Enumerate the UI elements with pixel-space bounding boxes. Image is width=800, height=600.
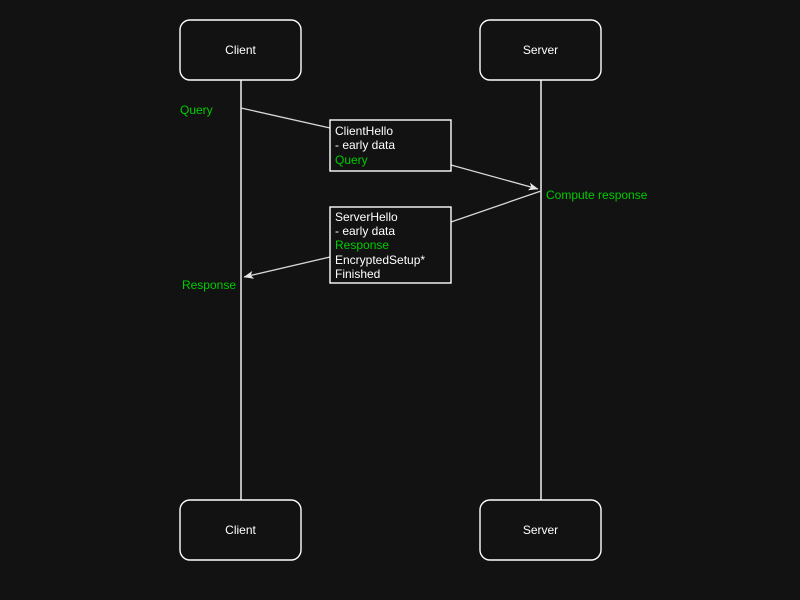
message-line-note1-to-server [450, 164, 539, 191]
actor-label-client-top: Client [225, 43, 256, 57]
actor-box-client-bottom[interactable]: Client [179, 499, 302, 561]
message-line-note2-to-client [243, 256, 331, 279]
note-client-hello-line-2: - early data [335, 138, 395, 152]
side-label-query: Query [180, 103, 213, 117]
actor-box-server-bottom[interactable]: Server [479, 499, 602, 561]
note-client-hello-line-1: ClientHello [335, 124, 393, 138]
note-server-hello-line-2: - early data [335, 224, 395, 238]
note-server-hello-line-1: ServerHello [335, 210, 398, 224]
actor-box-client-top-rect [179, 19, 302, 81]
actor-label-client-bottom: Client [225, 523, 256, 537]
note-client-hello-rect [329, 119, 452, 172]
note-client-hello-line-3: Query [335, 153, 368, 167]
note-server-hello[interactable]: ServerHello - early data Response Encryp… [329, 206, 452, 284]
actor-label-server-bottom: Server [523, 523, 558, 537]
actor-label-server-top: Server [523, 43, 558, 57]
actor-box-server-top-rect [479, 19, 602, 81]
actor-box-client-top[interactable]: Client [179, 19, 302, 81]
actor-box-client-bottom-rect [179, 499, 302, 561]
side-label-compute-response: Compute response [546, 188, 648, 202]
note-server-hello-rect [329, 206, 452, 284]
message-line-client-to-note1 [240, 107, 331, 129]
note-client-hello[interactable]: ClientHello - early data Query [329, 119, 452, 172]
actor-box-server-bottom-rect [479, 499, 602, 561]
note-server-hello-line-4: EncryptedSetup* [335, 253, 425, 267]
message-line-server-to-note2 [450, 190, 542, 223]
side-label-response: Response [182, 278, 236, 292]
note-server-hello-line-5: Finished [335, 267, 380, 281]
actor-box-server-top[interactable]: Server [479, 19, 602, 81]
note-server-hello-line-3: Response [335, 238, 389, 252]
